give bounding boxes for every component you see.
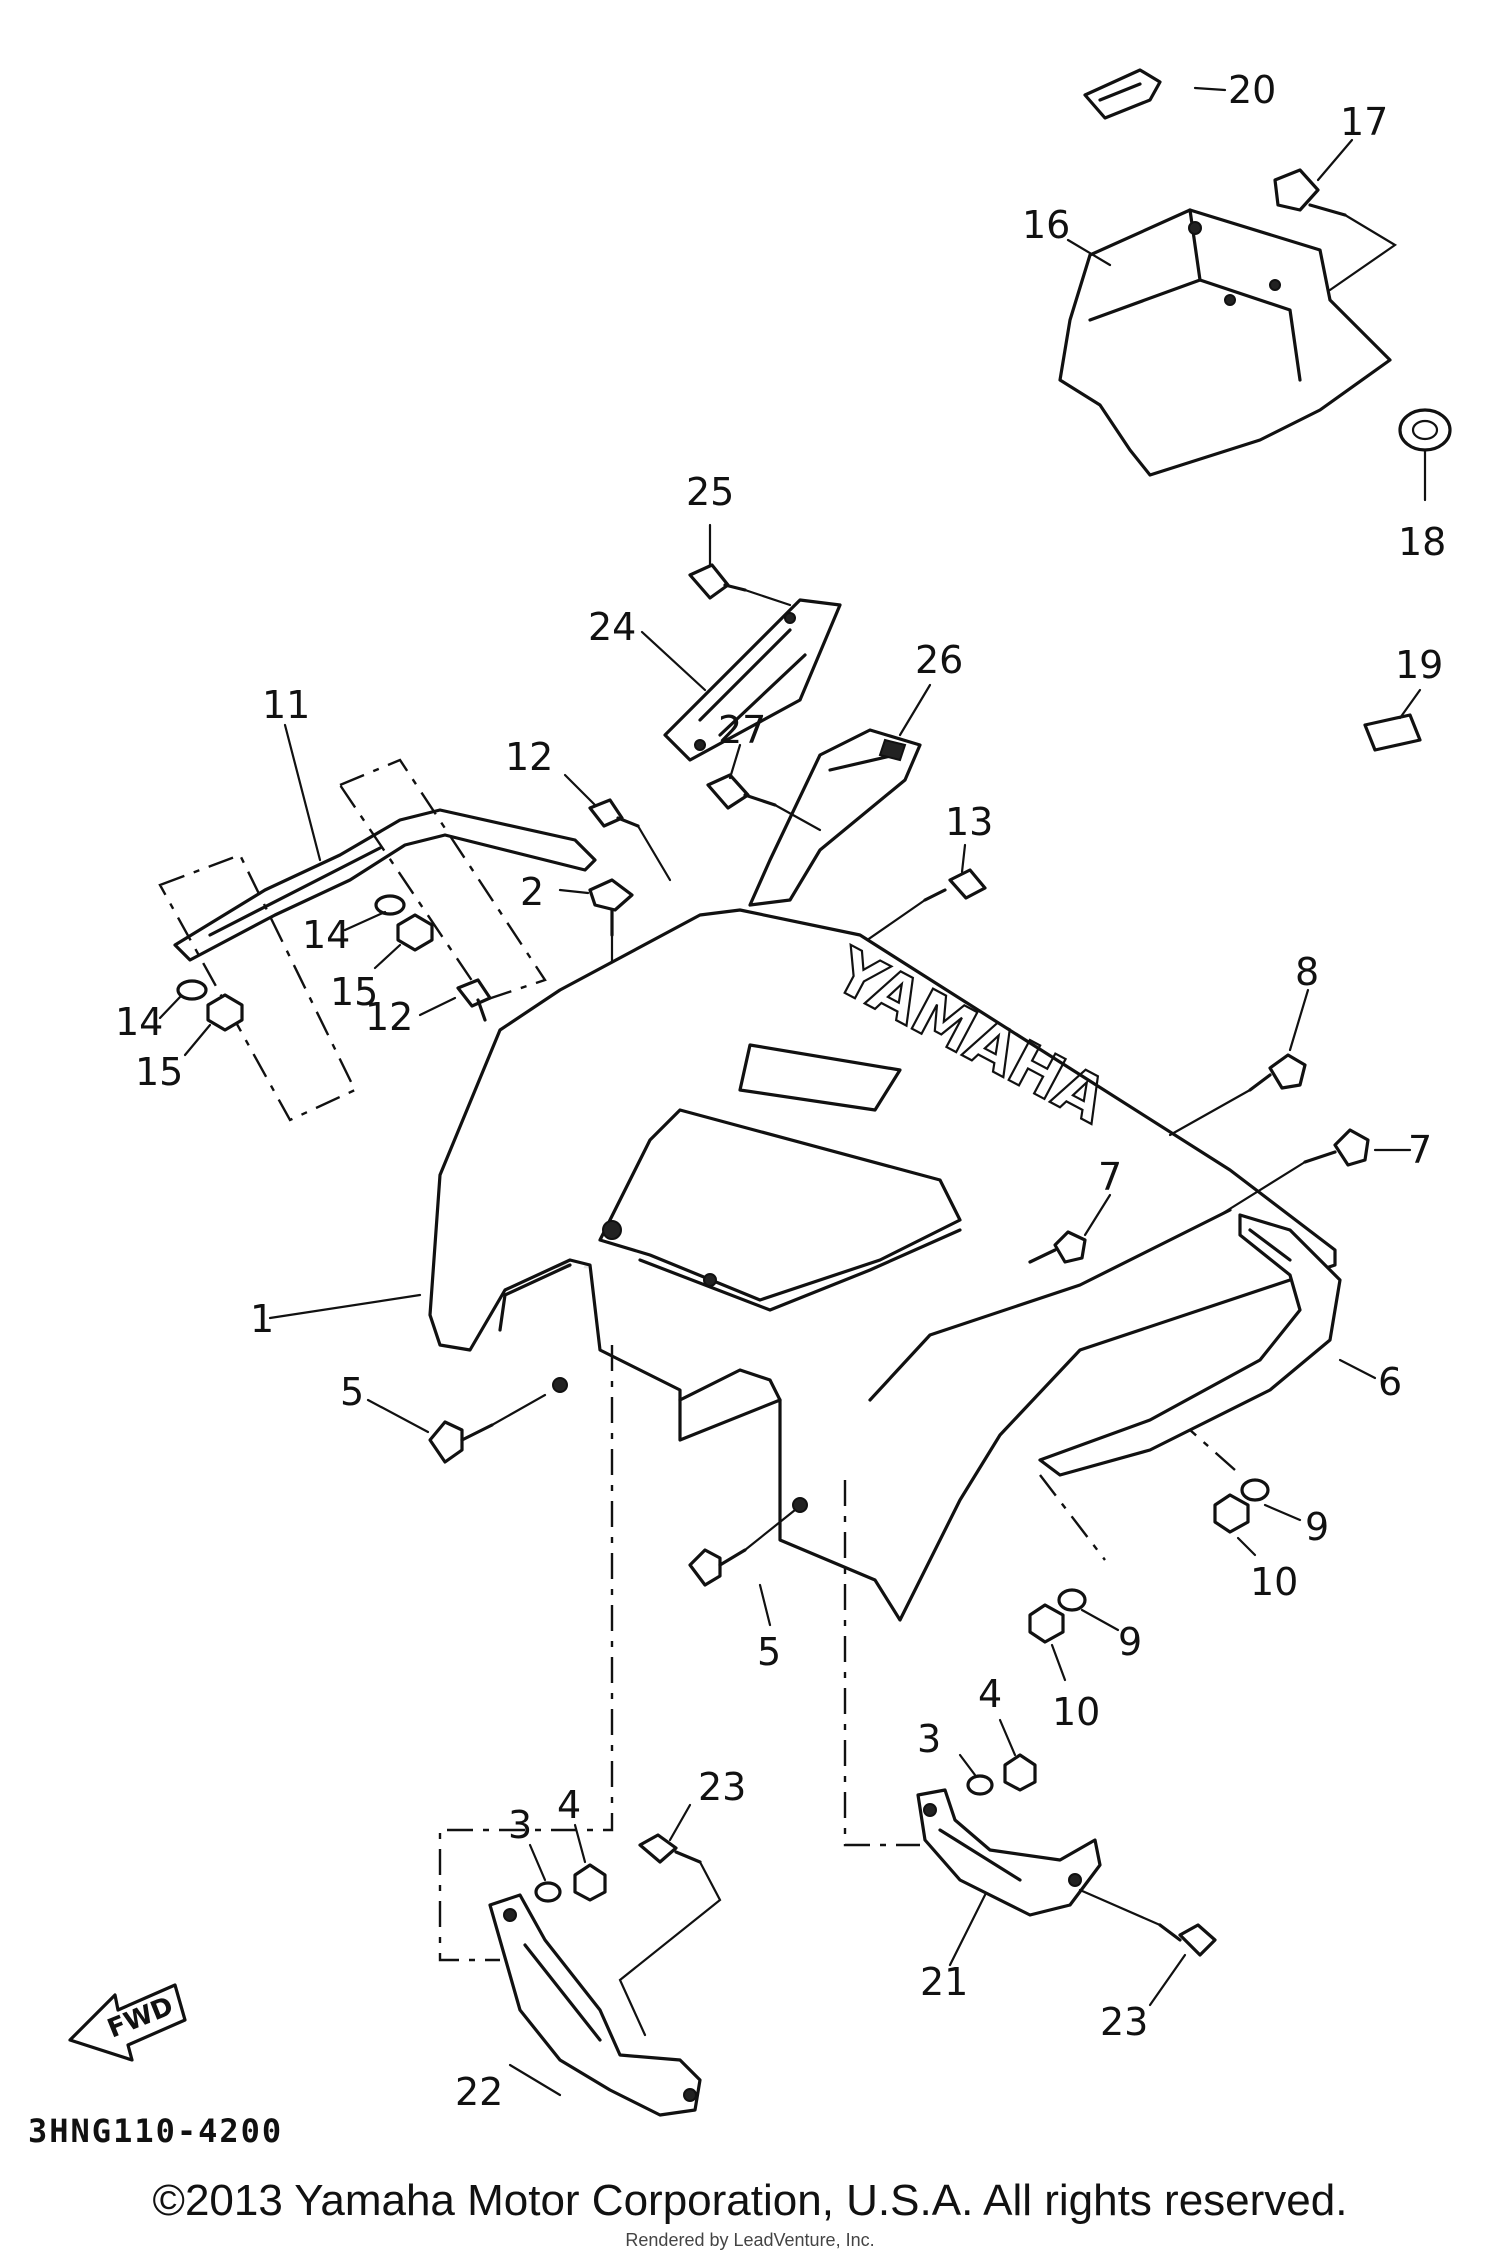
callout-19: 19: [1395, 643, 1443, 687]
callout-22: 22: [455, 2070, 503, 2114]
callout-15-right: 15: [330, 970, 378, 1014]
callout-24: 24: [588, 605, 636, 649]
callout-15-left: 15: [135, 1050, 183, 1094]
part-25-bolt: [688, 563, 792, 607]
part-7-bolt-b: [1218, 1128, 1370, 1217]
part-19-pad: [1363, 713, 1422, 752]
callout-18: 18: [1398, 520, 1446, 564]
part-10-nuts: [1028, 1429, 1250, 1644]
callout-9-right: 9: [1305, 1505, 1329, 1549]
part-22-stay: [438, 1345, 702, 2117]
fwd-arrow-icon: FWD: [68, 1983, 187, 2062]
part-7-bolt-a: [1028, 1230, 1087, 1264]
part-12-bolt-a: [588, 798, 672, 882]
callout-17: 17: [1340, 100, 1388, 144]
part-11-rails: [158, 758, 597, 1122]
callout-16: 16: [1022, 203, 1070, 247]
callout-27: 27: [718, 708, 766, 752]
part-15-nuts: [206, 913, 434, 1032]
part-26-bracket: [748, 728, 922, 907]
part-23-bolt-right: [1078, 1888, 1217, 1957]
part-3-4-left-hardware: [534, 1863, 607, 1903]
callout-7-right: 7: [1408, 1128, 1432, 1172]
part-9-washers: [1057, 1478, 1270, 1612]
callout-1: 1: [250, 1297, 274, 1341]
part-17-bolt: [1273, 168, 1398, 292]
callout-4-left: 4: [557, 1783, 581, 1827]
callout-8: 8: [1295, 950, 1319, 994]
copyright-notice: ©2013 Yamaha Motor Corporation, U.S.A. A…: [152, 2176, 1348, 2225]
part-8-bolt: [1168, 1053, 1307, 1137]
callout-9-center: 9: [1118, 1620, 1142, 1664]
callout-13: 13: [945, 800, 993, 844]
part-21-stay: [843, 1480, 1102, 1917]
part-12-bolt-b: [456, 978, 492, 1022]
callout-14-left: 14: [115, 1000, 163, 1044]
part-13-bolt: [858, 868, 987, 947]
part-23-bolt-left: [618, 1833, 722, 2037]
part-20-clip: [1083, 68, 1162, 120]
part-14-washers: [176, 894, 406, 1001]
part-5-bolt-left: [428, 1393, 547, 1464]
callout-3-left: 3: [508, 1803, 532, 1847]
callout-6: 6: [1378, 1360, 1402, 1404]
rendered-by-notice: Rendered by LeadVenture, Inc.: [625, 2230, 875, 2250]
callout-23-left: 23: [698, 1765, 746, 1809]
callout-2: 2: [520, 870, 544, 914]
callout-11: 11: [262, 683, 310, 727]
callout-10-center: 10: [1052, 1690, 1100, 1734]
part-16-cover: [1058, 208, 1392, 477]
callout-5-left: 5: [340, 1370, 364, 1414]
callout-21: 21: [920, 1960, 968, 2004]
callout-25: 25: [686, 470, 734, 514]
part-5-bolt-center: [688, 1508, 797, 1587]
part-3-4-right-hardware: [966, 1753, 1037, 1796]
callout-26: 26: [915, 638, 963, 682]
callout-23-right: 23: [1100, 2000, 1148, 2044]
callout-10-right: 10: [1250, 1560, 1298, 1604]
callout-12-top: 12: [505, 735, 553, 779]
callout-7-center: 7: [1098, 1155, 1122, 1199]
part-18-nut: [1398, 408, 1452, 502]
callout-20: 20: [1228, 68, 1276, 112]
callout-14-right: 14: [302, 913, 350, 957]
callout-4-right: 4: [978, 1672, 1002, 1716]
reference-code: 3HNG110-4200: [28, 2112, 283, 2150]
part-24-plate: [663, 598, 842, 762]
callout-12-bottom: 12: [365, 995, 413, 1039]
part-6-flap: [1038, 1213, 1342, 1477]
callout-5-center: 5: [757, 1630, 781, 1674]
part-27-bolt: [706, 773, 822, 832]
callouts: 20 17 16 18 19 25 24 26 27 11 12 2 13 14…: [115, 68, 1446, 2114]
callout-3-right: 3: [917, 1717, 941, 1761]
